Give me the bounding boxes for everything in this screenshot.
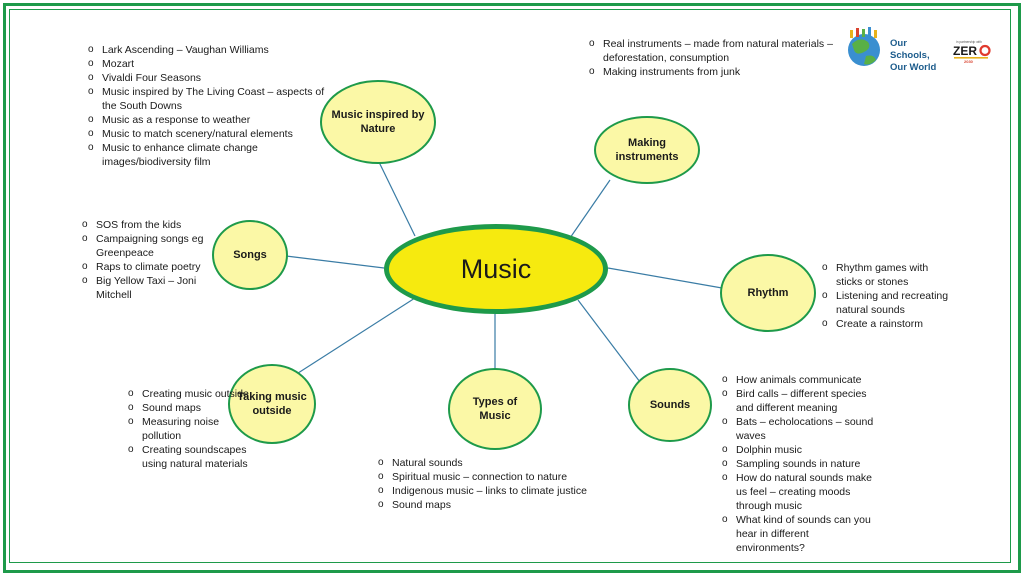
- note-item: Measuring noise pollution: [128, 415, 252, 443]
- note-item: Creating soundscapes using natural mater…: [128, 443, 252, 471]
- notes-songs: SOS from the kidsCampaigning songs eg Gr…: [82, 218, 210, 302]
- notes-music-inspired-by-nature: Lark Ascending – Vaughan WilliamsMozartV…: [88, 43, 326, 169]
- notes-types-of-music: Natural soundsSpiritual music – connecti…: [378, 456, 606, 512]
- note-item: Create a rainstorm: [822, 317, 956, 331]
- note-item: Lark Ascending – Vaughan Williams: [88, 43, 326, 57]
- note-item: Rhythm games with sticks or stones: [822, 261, 956, 289]
- note-item: Spiritual music – connection to nature: [378, 470, 606, 484]
- node-label: Songs: [233, 249, 267, 261]
- note-item: Indigenous music – links to climate just…: [378, 484, 606, 498]
- note-item: Vivaldi Four Seasons: [88, 71, 326, 85]
- note-item: Making instruments from junk: [589, 65, 845, 79]
- note-item: SOS from the kids: [82, 218, 210, 232]
- node-label: Sounds: [649, 399, 691, 411]
- note-item: How do natural sounds make us feel – cre…: [722, 471, 878, 513]
- node-songs: Songs: [212, 220, 288, 290]
- our-schools-our-world-logo: [848, 27, 880, 66]
- note-item: Sound maps: [128, 401, 252, 415]
- note-item: Music to match scenery/natural elements: [88, 127, 326, 141]
- node-label: Making instruments: [615, 137, 679, 163]
- node-label: Music inspired by Nature: [331, 109, 425, 135]
- note-item: What kind of sounds can you hear in diff…: [722, 513, 878, 555]
- node-sounds: Sounds: [628, 368, 712, 442]
- node-label: Types of Music: [472, 396, 518, 422]
- link-songs: [285, 255, 385, 269]
- node-label: Rhythm: [747, 287, 789, 299]
- note-item: Big Yellow Taxi – Joni Mitchell: [82, 274, 210, 302]
- link-rhythm: [607, 267, 723, 289]
- zero-partnership-text: in partnership with: [956, 40, 982, 44]
- node-types-of-music: Types of Music: [448, 368, 542, 450]
- center-label: Music: [460, 253, 532, 284]
- notes-taking-music-outside: Creating music outsideSound mapsMeasurin…: [128, 387, 252, 471]
- node-rhythm: Rhythm: [720, 254, 816, 332]
- note-item: Campaigning songs eg Greenpeace: [82, 232, 210, 260]
- note-item: Bats – echolocations – sound waves: [722, 415, 878, 443]
- node-label: Taking music outside: [237, 391, 307, 417]
- notes-rhythm: Rhythm games with sticks or stonesListen…: [822, 261, 956, 331]
- notes-sounds: How animals communicateBird calls – diff…: [722, 373, 878, 555]
- note-item: Music to enhance climate change images/b…: [88, 141, 326, 169]
- node-center-music: Music: [384, 224, 608, 314]
- note-item: Sound maps: [378, 498, 606, 512]
- zero-2030-logo: in partnership with ZER 2030: [953, 40, 991, 64]
- note-item: Bird calls – different species and diffe…: [722, 387, 878, 415]
- note-item: Dolphin music: [722, 443, 878, 457]
- note-item: Listening and recreating natural sounds: [822, 289, 956, 317]
- outer-frame: [3, 3, 1021, 573]
- note-item: Creating music outside: [128, 387, 252, 401]
- zero-year-text: 2030: [964, 59, 974, 64]
- link-making: [569, 179, 611, 239]
- note-item: Real instruments – made from natural mat…: [589, 37, 845, 65]
- link-inspired: [377, 159, 416, 237]
- note-item: Mozart: [88, 57, 326, 71]
- notes-making-instruments: Real instruments – made from natural mat…: [589, 37, 845, 79]
- zero-text: ZER: [953, 44, 977, 58]
- note-item: Natural sounds: [378, 456, 606, 470]
- note-item: How animals communicate: [722, 373, 878, 387]
- note-item: Raps to climate poetry: [82, 260, 210, 274]
- link-sounds: [577, 299, 641, 383]
- link-outside: [294, 297, 416, 376]
- inner-frame: [9, 9, 1011, 563]
- our-schools-our-world-text: Our Schools, Our World: [890, 38, 937, 73]
- note-item: Music as a response to weather: [88, 113, 326, 127]
- note-item: Sampling sounds in nature: [722, 457, 878, 471]
- node-making-instruments: Making instruments: [594, 116, 700, 184]
- note-item: Music inspired by The Living Coast – asp…: [88, 85, 326, 113]
- node-music-inspired-by-nature: Music inspired by Nature: [320, 80, 436, 164]
